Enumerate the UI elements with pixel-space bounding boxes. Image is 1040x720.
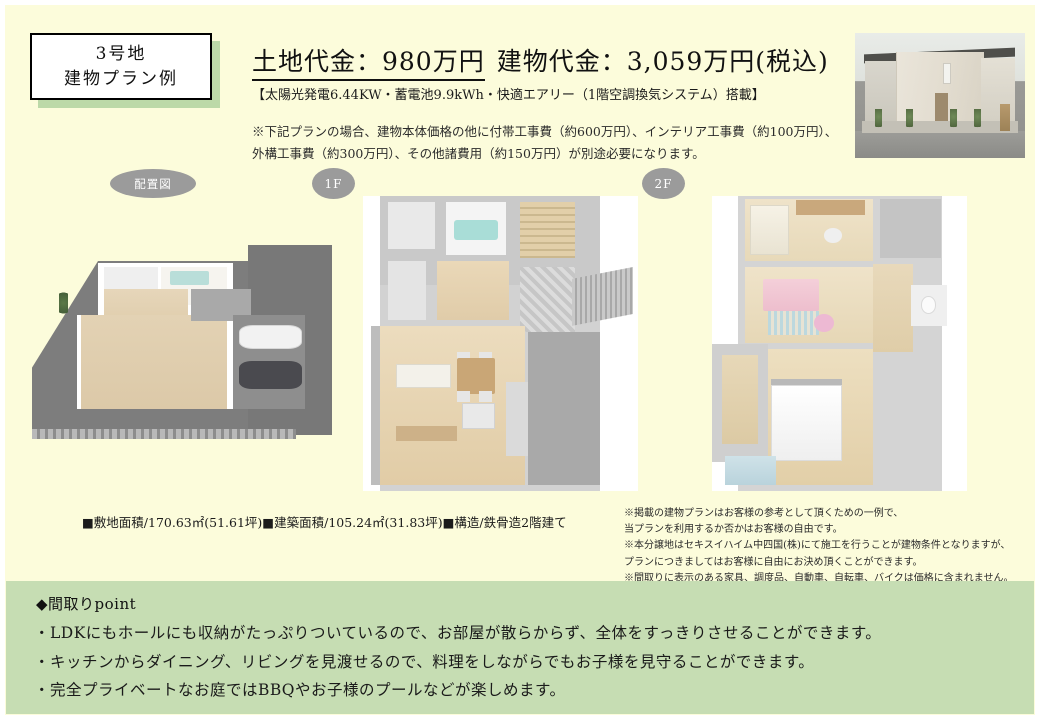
label-site-plan: 配置図 [110,169,196,198]
photo-house-left-wing [865,60,900,130]
photo-entry-door [934,93,949,128]
floor-plan-points-band: ◆間取りpoint ・LDKにもホールにも収納がたっぷりついているので、お部屋が… [6,581,1034,714]
photo-plant-icon [950,109,957,131]
f1-chair-icon [456,352,471,365]
exterior-photo [855,33,1025,158]
additional-cost-note: ※下記プランの場合、建物本体価格の他に付帯工事費（約600万円）、インテリア工事… [252,124,838,161]
site-car-white-icon [239,325,302,349]
f1-chair-icon [478,390,493,403]
f1-chair-icon [456,390,471,403]
disclaimer-block: ※掲載の建物プランはお客様の参考として頂くための一例で、 当プランを利用するか否… [624,506,1036,587]
page-frame-right [1035,0,1040,720]
point-item: ・LDKにもホールにも収納がたっぷりついているので、お部屋が散らからず、全体をす… [34,624,882,642]
photo-walkway [861,120,1019,133]
f1-washroom [387,201,435,250]
photo-plant-icon [875,109,883,131]
photo-plant-icon [974,109,981,131]
f1-toilet [387,260,427,320]
f2-balcony [724,455,776,486]
price-row: 土地代金：980万円 建物代金：3,059万円(税込) [252,42,852,81]
label-floor-1f: 1F [312,168,355,199]
disclaimer-line: 当プランを利用するか否かはお客様の自由です。 [624,524,843,536]
points-list: ・LDKにもホールにも収納がたっぷりついているので、お部屋が散らからず、全体をす… [34,619,1014,705]
f1-entrance [519,266,575,332]
disclaimer-line: プランにつきましてはお客様に自由にお決め頂くことができます。 [624,556,923,568]
site-front-fence [32,429,296,439]
f1-storage-unit [506,381,528,456]
page-frame-left [0,0,5,720]
f2-bed-icon [763,278,820,312]
page-frame-bottom [0,715,1040,720]
title-box: 3号地 建物プラン例 [30,33,212,100]
floor2-plan-image [712,196,967,491]
photo-plant-icon [906,109,913,131]
f1-ldk-floor [371,325,526,486]
site-car-dark-icon [239,361,302,389]
f1-exterior-ground [528,331,600,486]
f2-chair-icon [824,228,843,244]
specifications-line: ■敷地面積/170.63㎡(51.61坪)■建築面積/105.24㎡(31.83… [82,515,567,530]
f2-ball-icon [814,314,835,332]
site-plan-image [32,245,332,445]
f1-staircase [519,201,575,258]
photo-window [943,63,952,85]
title-lot-number: 3号地 [95,43,147,64]
f2-hall-floor [872,263,914,353]
f2-desk-icon [796,200,865,216]
f2-bed-headboard [770,378,843,388]
site-ldk-floor [77,315,227,409]
f1-dining-table-icon [456,358,495,394]
f1-wall-left [371,325,380,486]
disclaimer-line: ※掲載の建物プランはお客様の参考として頂くための一例で、 [624,508,904,519]
disclaimer-line: ※本分譲地はセキスイハイム中四国(株)にて施工を行うことが建物条件となりますが、 [624,540,1011,552]
site-hedge-icon [59,289,68,317]
floor1-plan-image [363,196,638,491]
equipment-note: 【太陽光発電6.44KW・蓄電池9.9kWh・快適エアリー（1階空調換気システム… [252,88,765,103]
f1-chair-icon [478,352,493,365]
photo-ground [855,130,1025,158]
point-item: ・完全プライベートなお庭ではBBQやお子様のプールなどが楽しめます。 [34,681,566,700]
f1-sofa-icon [396,364,451,388]
title-plan-label: 建物プラン例 [64,68,178,89]
f1-bathtub-icon [453,219,498,241]
land-price: 土地代金：980万円 [252,42,485,81]
building-price: 建物代金：3,059万円(税込) [496,47,829,76]
f1-tv-board-icon [396,426,457,441]
headline-block: 土地代金：980万円 建物代金：3,059万円(税込) 【太陽光発電6.44KW… [252,42,852,165]
photo-mailbox-post [999,104,1010,131]
f1-kitchen-counter-icon [462,402,495,430]
site-bathtub-icon [170,271,209,285]
point-item: ・キッチンからダイニング、リビングを見渡せるので、料理をしながらでもお子様を見守… [34,652,815,671]
f2-rug-icon [768,311,820,335]
f2-bed-icon [770,384,843,462]
f2-toilet-icon [921,296,937,314]
points-heading: ◆間取りpoint [36,595,137,613]
disclaimer-line: ※間取りに表示のある家具、調度品、自動車、自転車、バイクは価格に含まれません。 [624,572,1014,584]
f2-closet [880,198,942,258]
site-wall-left [77,315,82,409]
f2-bed-icon [750,204,789,255]
f1-hall-floor [437,260,509,320]
page-frame-top [0,0,1040,5]
f2-left-room-floor [722,355,758,444]
label-floor-2f: 2F [642,168,685,199]
